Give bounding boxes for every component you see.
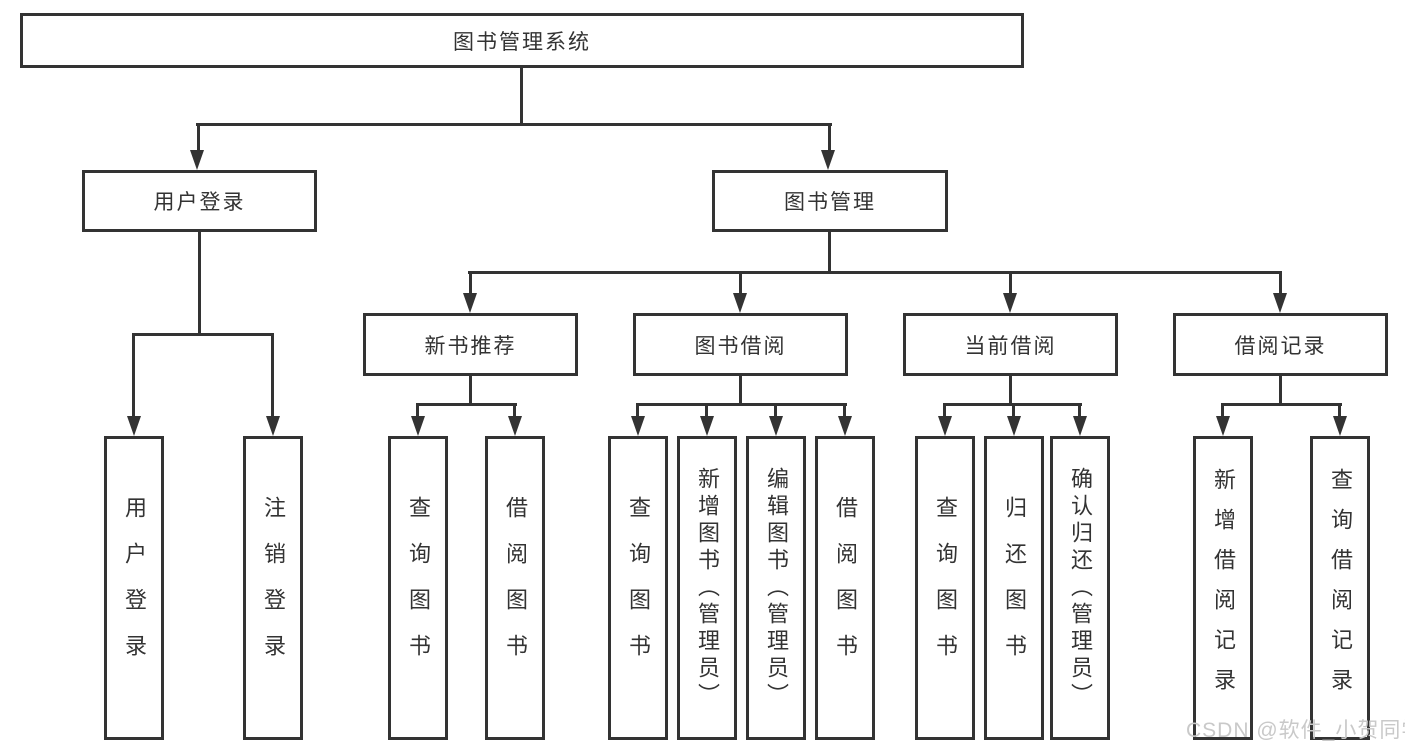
connector-arrow <box>631 416 645 436</box>
connector-arrow <box>821 150 835 170</box>
connector-line <box>1009 376 1012 406</box>
connector-line <box>197 123 200 152</box>
node-label: 用户登录 <box>153 191 246 214</box>
leaf-label: 注销登录 <box>261 496 286 680</box>
leaf-edit-books-admin: 编辑图书（管理员） <box>746 436 806 740</box>
leaf-confirm-return-admin: 确认归还（管理员） <box>1050 436 1110 740</box>
node-book-management: 图书管理 <box>712 170 948 232</box>
leaf-label: 查询图书 <box>626 496 651 680</box>
connector-line <box>469 271 472 295</box>
leaf-label: 查询图书 <box>406 496 431 680</box>
connector-line <box>416 403 419 418</box>
leaf-label: 归还图书 <box>1002 496 1027 680</box>
leaf-add-books-admin: 新增图书（管理员） <box>677 436 737 740</box>
connector-line <box>1078 403 1081 418</box>
connector-arrow <box>1073 416 1087 436</box>
node-label: 图书管理 <box>784 191 876 214</box>
node-new-book-recommend: 新书推荐 <box>363 313 578 376</box>
connector-line <box>198 232 201 336</box>
connector-line <box>132 333 135 418</box>
node-user-login: 用户登录 <box>82 170 317 232</box>
connector-line <box>469 376 472 406</box>
connector-arrow <box>1007 416 1021 436</box>
leaf-label: 用户登录 <box>122 496 147 680</box>
leaf-label: 编辑图书（管理员） <box>764 466 789 710</box>
connector-line <box>828 232 831 274</box>
connector-arrow <box>1216 416 1230 436</box>
connector-arrow <box>190 150 204 170</box>
csdn-watermark: CSDN @软件_小贺同学 <box>1186 719 1405 742</box>
node-label: 图书借阅 <box>694 334 787 358</box>
leaf-borrow-books: 借阅图书 <box>815 436 875 740</box>
connector-line <box>271 333 274 418</box>
leaf-label: 新增借阅记录 <box>1211 468 1236 708</box>
connector-line <box>1279 376 1282 406</box>
connector-arrow <box>1003 293 1017 313</box>
connector-line <box>739 376 742 406</box>
node-label: 新书推荐 <box>424 334 517 358</box>
node-current-borrow: 当前借阅 <box>903 313 1118 376</box>
connector-line <box>1221 403 1224 418</box>
connector-line <box>943 403 946 418</box>
connector-line <box>739 271 742 295</box>
node-library-management-system: 图书管理系统 <box>20 13 1024 68</box>
connector-arrow <box>411 416 425 436</box>
connector-arrow <box>938 416 952 436</box>
leaf-add-borrow-record: 新增借阅记录 <box>1193 436 1253 740</box>
connector-line <box>774 403 777 418</box>
leaf-logout: 注销登录 <box>243 436 303 740</box>
leaf-query-books-current: 查询图书 <box>915 436 975 740</box>
leaf-label: 新增图书（管理员） <box>695 466 720 710</box>
connector-line <box>513 403 516 418</box>
connector-arrow <box>508 416 522 436</box>
connector-line <box>468 271 1282 274</box>
leaf-query-borrow-record: 查询借阅记录 <box>1310 436 1370 740</box>
leaf-return-books: 归还图书 <box>984 436 1044 740</box>
leaf-query-books-recommend: 查询图书 <box>388 436 448 740</box>
connector-line <box>520 68 523 126</box>
node-label: 图书管理系统 <box>453 30 591 54</box>
connector-arrow <box>463 293 477 313</box>
connector-line <box>416 403 517 406</box>
connector-line <box>1009 271 1012 295</box>
node-label: 当前借阅 <box>964 334 1057 358</box>
node-book-borrow: 图书借阅 <box>633 313 848 376</box>
connector-line <box>132 333 274 336</box>
connector-line <box>843 403 846 418</box>
connector-line <box>1279 271 1282 295</box>
connector-arrow <box>838 416 852 436</box>
connector-line <box>1221 403 1342 406</box>
leaf-label: 借阅图书 <box>503 496 528 680</box>
connector-line <box>636 403 847 406</box>
node-borrow-records: 借阅记录 <box>1173 313 1388 376</box>
leaf-label: 查询借阅记录 <box>1328 468 1353 708</box>
connector-arrow <box>700 416 714 436</box>
leaf-query-books-borrow: 查询图书 <box>608 436 668 740</box>
leaf-borrow-books-recommend: 借阅图书 <box>485 436 545 740</box>
connector-line <box>196 123 832 126</box>
connector-arrow <box>733 293 747 313</box>
connector-line <box>1338 403 1341 418</box>
connector-line <box>705 403 708 418</box>
connector-arrow <box>1273 293 1287 313</box>
connector-arrow <box>769 416 783 436</box>
connector-arrow <box>1333 416 1347 436</box>
node-label: 借阅记录 <box>1234 334 1327 358</box>
leaf-label: 查询图书 <box>933 496 958 680</box>
connector-line <box>1012 403 1015 418</box>
leaf-user-login: 用户登录 <box>104 436 164 740</box>
connector-arrow <box>266 416 280 436</box>
leaf-label: 借阅图书 <box>833 496 858 680</box>
connector-line <box>636 403 639 418</box>
leaf-label: 确认归还（管理员） <box>1068 466 1093 710</box>
connector-line <box>828 123 831 152</box>
connector-arrow <box>127 416 141 436</box>
